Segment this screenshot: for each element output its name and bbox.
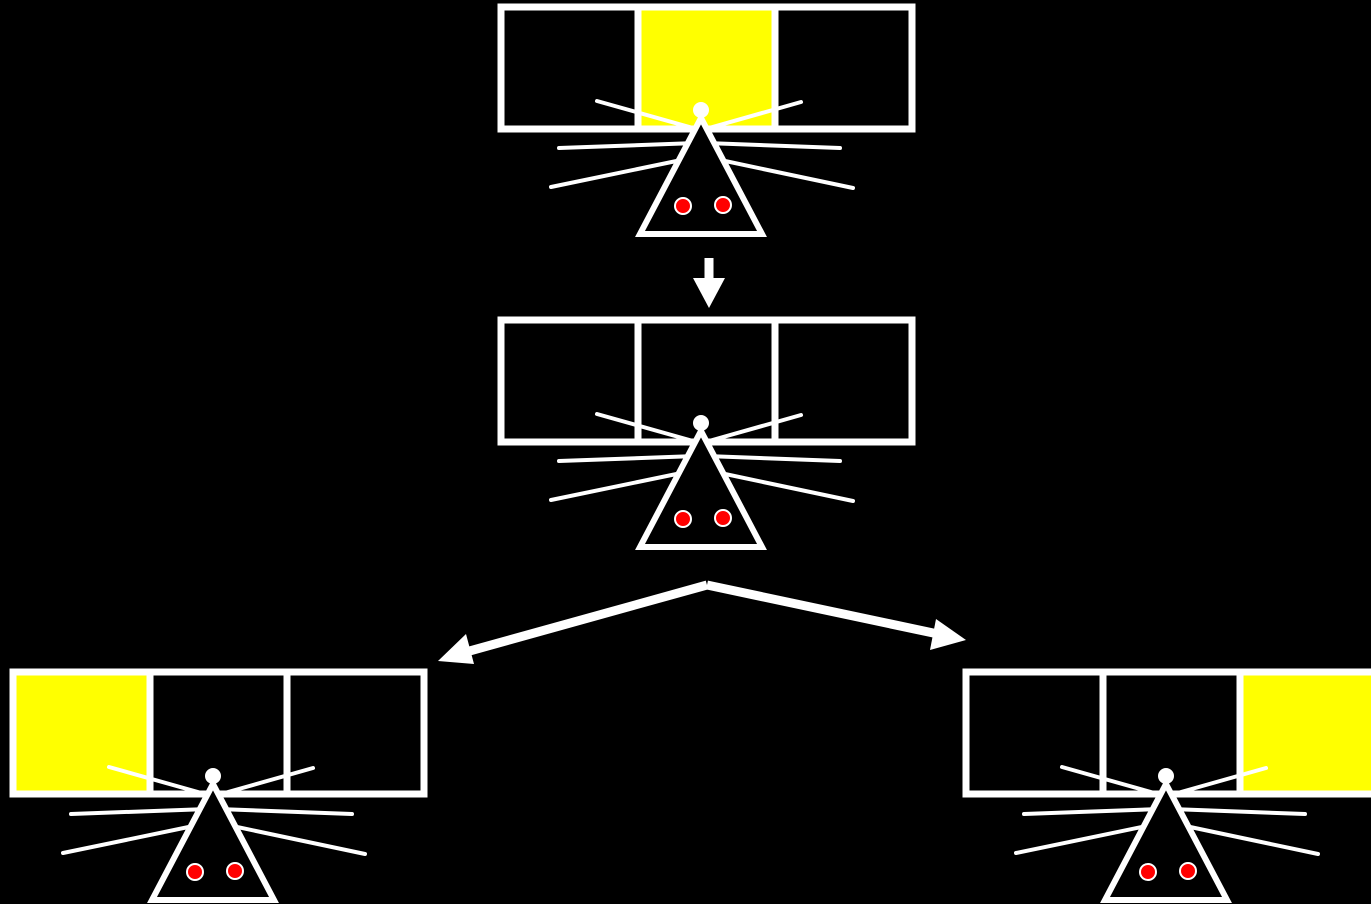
whisker-5 — [549, 469, 693, 502]
whisker-1 — [107, 765, 207, 796]
eye-right — [714, 509, 732, 527]
eye-right — [1179, 862, 1197, 880]
mouse-icon — [549, 412, 855, 550]
cell-3 — [771, 316, 916, 446]
panel-bottom-right — [962, 668, 1371, 903]
whisker-6 — [709, 469, 855, 503]
cell-1-lit — [9, 668, 154, 798]
whisker-4 — [704, 454, 842, 463]
panel-bottom-left — [9, 668, 428, 903]
panel-top — [497, 3, 916, 237]
arrow-top-to-middle — [693, 258, 725, 308]
eye-right — [714, 196, 732, 214]
cell-1 — [497, 3, 642, 133]
cell-1 — [962, 668, 1107, 798]
whisker-3 — [557, 141, 698, 150]
whisker-4 — [216, 807, 354, 816]
panel-middle — [497, 316, 916, 550]
whisker-6 — [221, 822, 367, 856]
cell-3 — [283, 668, 428, 798]
whisker-3 — [69, 807, 210, 816]
eye-left — [674, 510, 692, 528]
whisker-2 — [707, 100, 803, 130]
whisker-1 — [1060, 765, 1160, 796]
whisker-6 — [1174, 822, 1320, 856]
mouse-icon — [549, 99, 855, 237]
mouse-icon — [1014, 765, 1320, 903]
nose-icon — [693, 415, 709, 431]
arrow-middle-to-bottom-left — [438, 580, 709, 664]
arrows — [438, 258, 966, 664]
whisker-1 — [595, 412, 695, 443]
arrow-middle-to-bottom-right — [706, 580, 966, 650]
whisker-5 — [549, 156, 693, 189]
mouse-icon — [61, 765, 367, 903]
whisker-4 — [1169, 807, 1307, 816]
eye-right — [226, 862, 244, 880]
whisker-2 — [1172, 766, 1268, 796]
whisker-3 — [557, 454, 698, 463]
whisker-1 — [595, 99, 695, 130]
nose-icon — [693, 102, 709, 118]
nose-icon — [1158, 768, 1174, 784]
panels — [9, 3, 1371, 903]
whisker-5 — [61, 822, 205, 855]
cell-1 — [497, 316, 642, 446]
cell-3-lit — [1236, 668, 1371, 798]
nose-icon — [205, 768, 221, 784]
whisker-4 — [704, 141, 842, 150]
eye-left — [186, 863, 204, 881]
eye-left — [1139, 863, 1157, 881]
whisker-3 — [1022, 807, 1163, 816]
cell-3 — [771, 3, 916, 133]
whisker-2 — [219, 766, 315, 796]
whisker-6 — [709, 156, 855, 190]
eye-left — [674, 197, 692, 215]
whisker-5 — [1014, 822, 1158, 855]
whisker-2 — [707, 413, 803, 443]
